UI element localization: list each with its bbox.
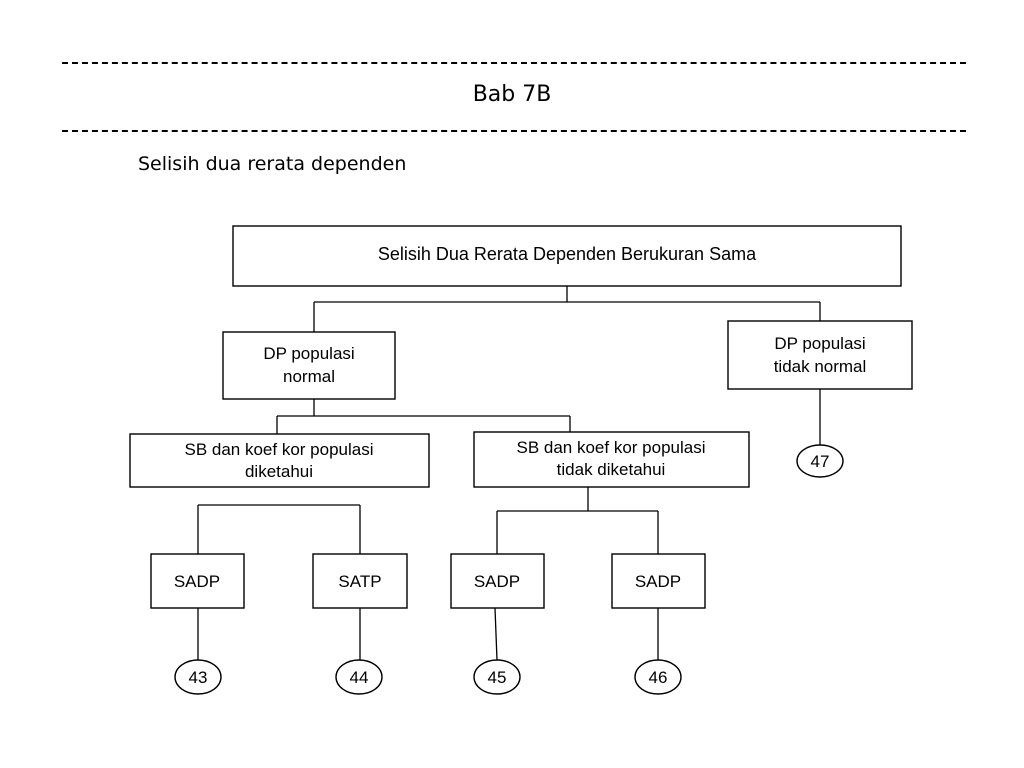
page-title: Bab 7B (472, 82, 552, 107)
circle-44-label: 44 (350, 668, 369, 687)
node-root: Selisih Dua Rerata Dependen Berukuran Sa… (232, 225, 902, 287)
circle-47-label: 47 (811, 452, 830, 471)
node-sb-unknown-line2: tidak diketahui (557, 460, 666, 479)
node-dp-not-normal: DP populasi tidak normal (727, 320, 913, 390)
node-sb-unknown: SB dan koef kor populasi tidak diketahui (473, 431, 750, 488)
top-dashed-divider (62, 62, 966, 64)
node-dp-not-normal-line2: tidak normal (774, 357, 867, 376)
circle-45-label: 45 (488, 668, 507, 687)
node-dp-not-normal-line1: DP populasi (774, 334, 865, 353)
circle-43: 43 (174, 659, 222, 695)
circle-46-label: 46 (649, 668, 668, 687)
circle-46: 46 (634, 659, 682, 695)
node-sb-known-line1: SB dan koef kor populasi (184, 440, 373, 459)
node-satp-label: SATP (338, 572, 381, 591)
circle-47: 47 (796, 444, 844, 478)
node-sb-known-line2: diketahui (245, 462, 313, 481)
node-sadp-3-label: SADP (635, 572, 681, 591)
node-sadp-1-label: SADP (174, 572, 220, 591)
node-sadp-1: SADP (150, 553, 245, 609)
node-sadp-2-label: SADP (474, 572, 520, 591)
bottom-dashed-divider (62, 130, 966, 132)
node-root-label: Selisih Dua Rerata Dependen Berukuran Sa… (378, 244, 757, 264)
node-sb-known: SB dan koef kor populasi diketahui (129, 433, 430, 488)
circle-43-label: 43 (189, 668, 208, 687)
node-sadp-2: SADP (450, 553, 545, 609)
node-dp-normal: DP populasi normal (222, 331, 396, 400)
page-subtitle: Selisih dua rerata dependen (138, 153, 407, 175)
node-dp-normal-line1: DP populasi (263, 344, 354, 363)
node-sb-unknown-line1: SB dan koef kor populasi (516, 438, 705, 457)
circle-44: 44 (335, 659, 383, 695)
circle-45: 45 (473, 659, 521, 695)
node-satp: SATP (312, 553, 408, 609)
node-dp-normal-line2: normal (283, 367, 335, 386)
diagram-edges (197, 286, 821, 661)
node-sadp-3: SADP (611, 553, 706, 609)
edge-sadp-2-to-45 (494, 607, 498, 661)
